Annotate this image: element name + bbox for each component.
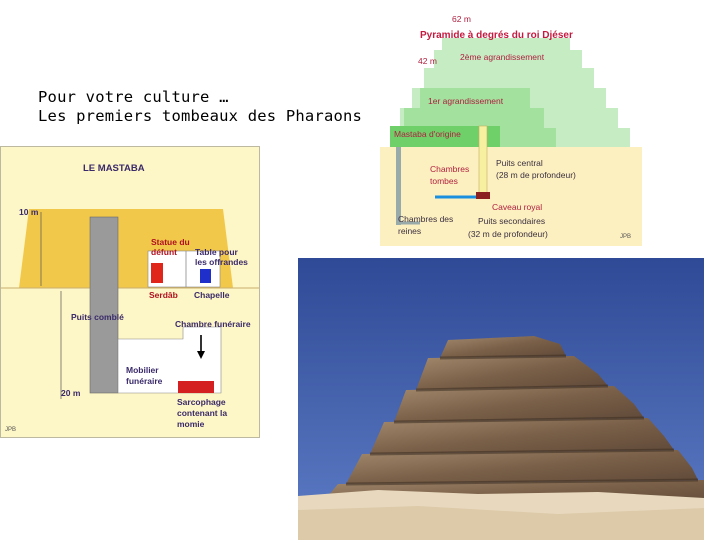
tombes-label: tombes — [430, 176, 458, 186]
statue-label-1: Statue du — [151, 237, 190, 247]
tier-3 — [370, 418, 674, 454]
mastaba-diagram: LE MASTABA 10 m 20 m Statue du défunt Ta… — [0, 146, 260, 438]
caption-line-1: Pour votre culture … — [38, 88, 362, 107]
puits-central-depth: (28 m de profondeur) — [496, 170, 576, 180]
height-bottom-label: 20 m — [61, 388, 80, 398]
djoser-title: Pyramide à degrés du roi Djéser — [420, 30, 573, 41]
height-42-label: 42 m — [418, 56, 437, 66]
chambres-label: Chambres — [430, 164, 469, 174]
chambre-label: Chambre funéraire — [175, 319, 251, 329]
caveau-label: Caveau royal — [492, 202, 542, 212]
puits-secondaires-depth: (32 m de profondeur) — [468, 229, 548, 239]
puits-central — [479, 126, 487, 194]
sarco-label-2: contenant la — [177, 408, 227, 418]
puits-secondaires-label: Puits secondaires — [478, 216, 545, 226]
statue-label-2: défunt — [151, 247, 177, 257]
tier-5 — [416, 356, 608, 390]
chapelle-label: Chapelle — [194, 290, 229, 300]
height-62-label: 62 m — [452, 14, 471, 24]
sarcophage — [178, 381, 214, 393]
table-label-1: Table pour — [195, 247, 238, 257]
statue — [151, 263, 163, 283]
mastaba-credit: JPB — [5, 427, 16, 433]
djoser-diagram: 62 m Pyramide à degrés du roi Djéser 42 … — [380, 10, 642, 246]
mastaba-title: LE MASTABA — [83, 163, 145, 174]
tier-4 — [394, 386, 644, 422]
height-top-label: 10 m — [19, 207, 38, 217]
mobilier-label-1: Mobilier — [126, 365, 159, 375]
pyramid-photo — [298, 258, 704, 540]
stage-3-label: 2ème agrandissement — [460, 52, 544, 62]
djoser-credit: JPB — [620, 234, 631, 240]
stage-1-label: Mastaba d'origine — [394, 129, 461, 139]
sarco-label-1: Sarcophage — [177, 397, 226, 407]
caption-text: Pour votre culture … Les premiers tombea… — [38, 88, 362, 126]
sarco-label-3: momie — [177, 419, 204, 429]
puits-label: Puits comblé — [71, 312, 124, 322]
stage-2-label: 1er agrandissement — [428, 96, 503, 106]
mobilier-label-2: funéraire — [126, 376, 162, 386]
puits-central-label: Puits central — [496, 158, 543, 168]
pyramid-photo-drawing — [298, 258, 704, 540]
table-label-2: les offrandes — [195, 257, 248, 267]
caveau — [476, 192, 490, 199]
serdab-label: Serdâb — [149, 290, 178, 300]
chambres-des-label: Chambres des — [398, 214, 453, 224]
offering-table — [200, 269, 211, 283]
caption-line-2: Les premiers tombeaux des Pharaons — [38, 107, 362, 126]
shaft — [90, 217, 118, 393]
reines-label: reines — [398, 226, 421, 236]
